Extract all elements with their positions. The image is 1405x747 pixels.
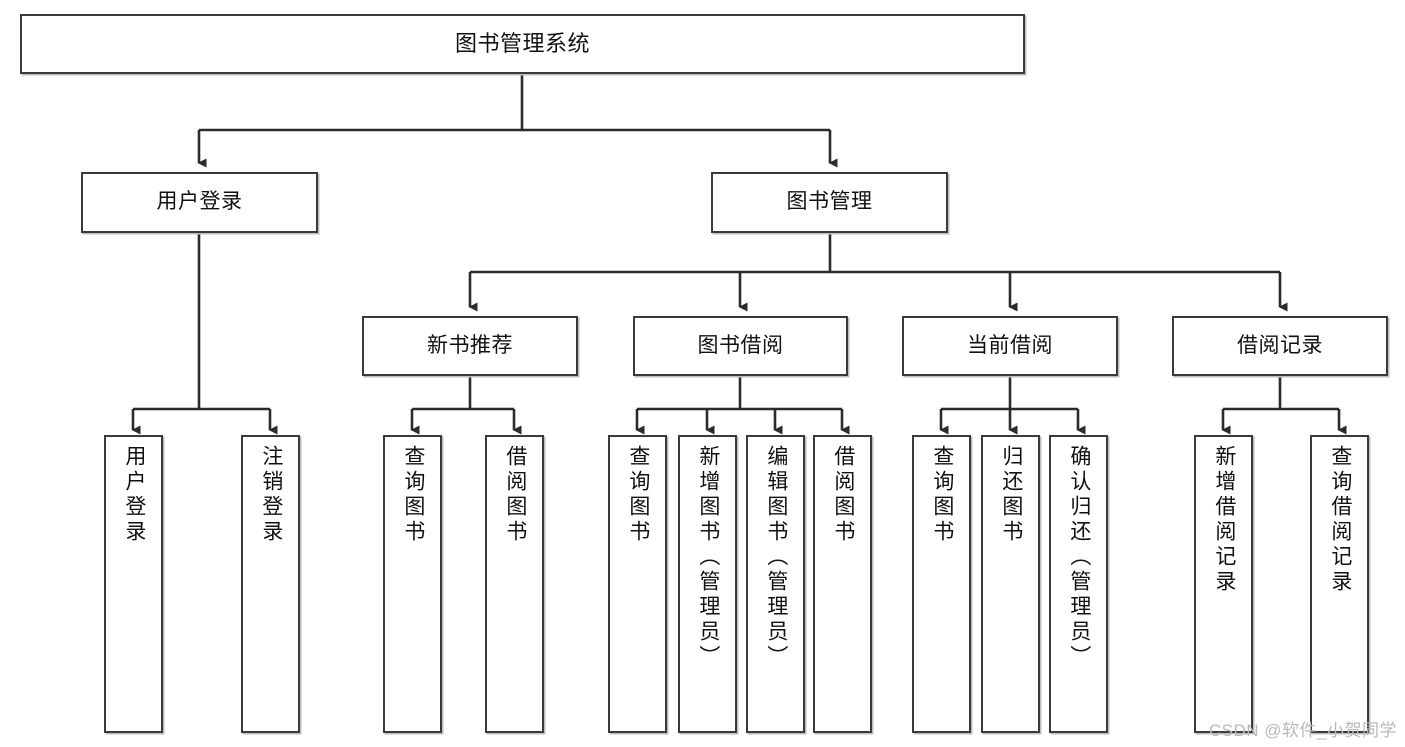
node-label: 查询图书 <box>401 445 425 545</box>
node-label: 确认归还（管理员） <box>1067 445 1091 670</box>
leaf-record-query-record[interactable]: 查询借阅记录 <box>1310 435 1369 733</box>
leaf-current-confirm-return-admin[interactable]: 确认归还（管理员） <box>1049 435 1108 733</box>
node-label: 借阅记录 <box>1237 333 1323 357</box>
leaf-recommend-borrow-book[interactable]: 借阅图书 <box>485 435 544 733</box>
node-label: 注销登录 <box>259 445 283 545</box>
leaf-borrow-borrow-book[interactable]: 借阅图书 <box>813 435 872 733</box>
node-label: 查询图书 <box>626 445 650 545</box>
node-label: 借阅图书 <box>831 445 855 545</box>
leaf-borrow-edit-book-admin[interactable]: 编辑图书（管理员） <box>746 435 805 733</box>
node-borrow-record[interactable]: 借阅记录 <box>1172 316 1388 376</box>
node-label: 图书借阅 <box>697 333 784 357</box>
node-label: 用户登录 <box>122 445 146 545</box>
node-label: 图书管理 <box>786 190 873 214</box>
node-book-borrow[interactable]: 图书借阅 <box>633 316 848 376</box>
node-book-management[interactable]: 图书管理 <box>711 172 948 233</box>
node-user-login[interactable]: 用户登录 <box>81 172 318 233</box>
node-label: 编辑图书（管理员） <box>764 445 788 670</box>
node-label: 查询借阅记录 <box>1328 445 1352 595</box>
node-current-borrow[interactable]: 当前借阅 <box>902 316 1118 376</box>
node-label: 借阅图书 <box>503 445 527 545</box>
node-root-system[interactable]: 图书管理系统 <box>20 14 1025 74</box>
leaf-borrow-query-book[interactable]: 查询图书 <box>608 435 667 733</box>
node-label: 用户登录 <box>156 190 243 214</box>
leaf-user-login-logout[interactable]: 注销登录 <box>241 435 300 733</box>
node-label: 新增借阅记录 <box>1212 445 1236 595</box>
node-label: 新增图书（管理员） <box>696 445 720 670</box>
watermark-text: CSDN @软件_小贺同学 <box>1208 721 1397 740</box>
leaf-recommend-query-book[interactable]: 查询图书 <box>383 435 442 733</box>
node-label: 图书管理系统 <box>454 31 590 57</box>
node-label: 归还图书 <box>999 445 1023 545</box>
leaf-record-add-record[interactable]: 新增借阅记录 <box>1194 435 1253 733</box>
node-label: 当前借阅 <box>967 333 1053 357</box>
leaf-user-login-login[interactable]: 用户登录 <box>104 435 163 733</box>
leaf-borrow-add-book-admin[interactable]: 新增图书（管理员） <box>678 435 737 733</box>
leaf-current-return-book[interactable]: 归还图书 <box>981 435 1040 733</box>
node-new-book-recommend[interactable]: 新书推荐 <box>362 316 578 376</box>
leaf-current-query-book[interactable]: 查询图书 <box>912 435 971 733</box>
node-label: 新书推荐 <box>427 333 513 357</box>
node-label: 查询图书 <box>930 445 954 545</box>
